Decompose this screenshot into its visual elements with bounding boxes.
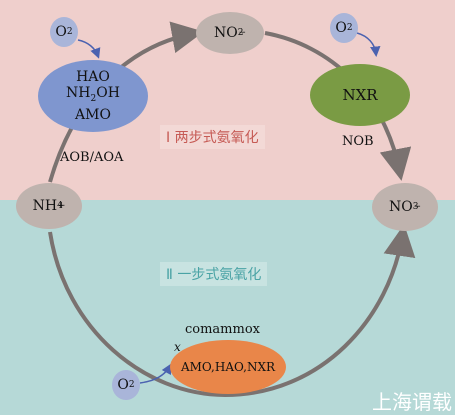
comammox-enzymes: AMO,HAO,NXR xyxy=(180,360,276,374)
aob-enzyme-hao: HAO xyxy=(76,69,110,86)
aob-enzyme-blob: HAO NH2OH AMO xyxy=(38,60,148,132)
oxygen-arrow-nob xyxy=(356,32,381,57)
oxygen-arrow-comammox xyxy=(139,363,172,384)
arrow-nh4-to-no3-comammox xyxy=(48,224,416,398)
x-label: x xyxy=(174,340,181,354)
comammox-blob: AMO,HAO,NXR xyxy=(170,340,286,394)
watermark: 上海谓载 xyxy=(372,390,452,414)
one-step-title: Ⅱ 一步式氨氧化 xyxy=(160,262,268,286)
comammox-label: comammox xyxy=(185,322,260,337)
aob-enzyme-hydroxylamine: NH2OH xyxy=(66,85,120,104)
two-step-title: Ⅰ 两步式氨氧化 xyxy=(160,125,265,149)
nxr-label: NXR xyxy=(342,86,378,104)
nxr-blob: NXR xyxy=(310,64,410,126)
aob-enzyme-amo: AMO xyxy=(75,106,111,123)
oxygen-arrow-aob xyxy=(77,39,101,59)
aob-aoa-label: AOB/AOA xyxy=(60,150,124,165)
nob-label: NOB xyxy=(342,134,374,149)
